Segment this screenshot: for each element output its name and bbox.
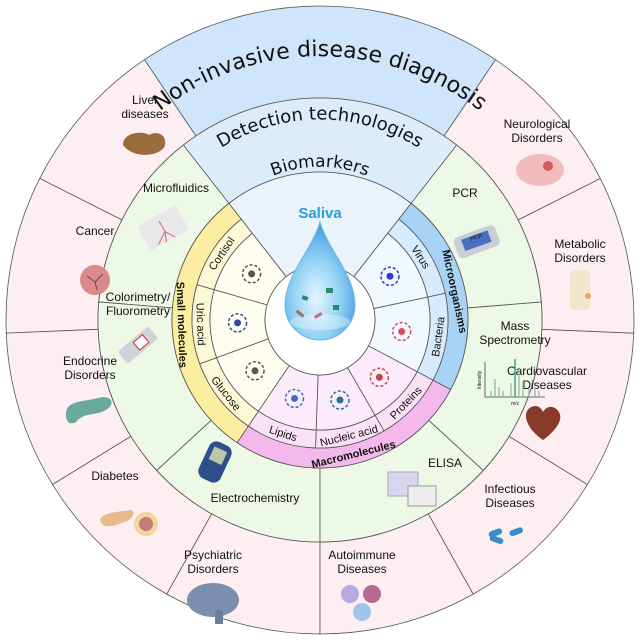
- glucometer-icon: [198, 441, 232, 483]
- disease-label: Cardiovascular: [507, 364, 587, 378]
- disease-label: Autoimmune: [328, 548, 396, 562]
- biomarker-item-label: Uric acid: [193, 303, 206, 346]
- biomarker-group-label: Small molecules: [174, 282, 189, 369]
- test-strip-icon: [118, 327, 158, 363]
- bacterium-icon: [391, 321, 412, 342]
- technology-label: Spectrometry: [479, 333, 550, 347]
- saliva-drop-icon: [284, 220, 356, 341]
- disease-label: Psychiatric: [184, 548, 242, 562]
- disease-label: Disorders: [511, 131, 562, 145]
- disease-label: Diseases: [522, 378, 571, 392]
- microfluidic-chip-icon: [138, 205, 188, 251]
- islet-cells-icon: [100, 510, 158, 536]
- mass-spectrum-axes: [484, 362, 545, 398]
- disease-label: Diabetes: [91, 469, 138, 483]
- disease-label: Disorders: [554, 251, 605, 265]
- brain-lesion-icon: [516, 154, 564, 186]
- dna-icon: [330, 390, 350, 410]
- disease-label: Infectious: [484, 482, 535, 496]
- lipid-bilayer-icon: [284, 388, 305, 409]
- tumor-icon: [80, 265, 110, 295]
- disease-label: diseases: [121, 107, 168, 121]
- brain-icon: [187, 583, 239, 624]
- disease-label: Disorders: [187, 562, 238, 576]
- bacteria-icon: [488, 527, 523, 545]
- foot-joint-icon: [570, 270, 591, 310]
- biomarker-item-label: Bacteria: [430, 315, 448, 358]
- virus-icon: [380, 266, 400, 287]
- heart-icon: [525, 406, 561, 440]
- technology-label: ELISA: [428, 456, 462, 470]
- mass-spectrum-y-label: Intensity: [477, 370, 483, 389]
- mass-spectrum-x-label: m/z: [511, 401, 520, 407]
- technology-label: Mass: [501, 319, 530, 333]
- disease-label: Liver: [132, 93, 158, 107]
- disease-label: Disorders: [64, 368, 115, 382]
- uric-acid-molecule-icon: [227, 313, 248, 333]
- liver-icon: [123, 132, 166, 155]
- disease-label: Neurological: [504, 117, 571, 131]
- disease-label: Diseases: [485, 496, 534, 510]
- disease-label: Metabolic: [554, 237, 605, 251]
- technology-label: PCR: [452, 186, 478, 200]
- protein-icon: [369, 367, 390, 388]
- immune-cells-icon: [341, 585, 381, 621]
- center-label: Saliva: [298, 205, 342, 222]
- plate-reader-icon: [387, 471, 437, 507]
- pancreas-icon: [66, 397, 112, 424]
- cortisol-molecule-icon: [241, 264, 262, 284]
- glucose-molecule-icon: [245, 361, 265, 381]
- technology-label: Microfluidics: [143, 181, 209, 195]
- technology-label: Colorimetry/: [106, 290, 171, 304]
- disease-label: Diseases: [337, 562, 386, 576]
- technology-label: Fluorometry: [106, 304, 170, 318]
- technology-label: Electrochemistry: [211, 491, 300, 505]
- pcr-screen-text: PCR: [470, 233, 485, 243]
- pcr-machine-icon: [453, 225, 500, 259]
- mass-spectrum-icon: [484, 359, 545, 398]
- disease-label: Endocrine: [63, 354, 117, 368]
- disease-label: Cancer: [76, 224, 115, 238]
